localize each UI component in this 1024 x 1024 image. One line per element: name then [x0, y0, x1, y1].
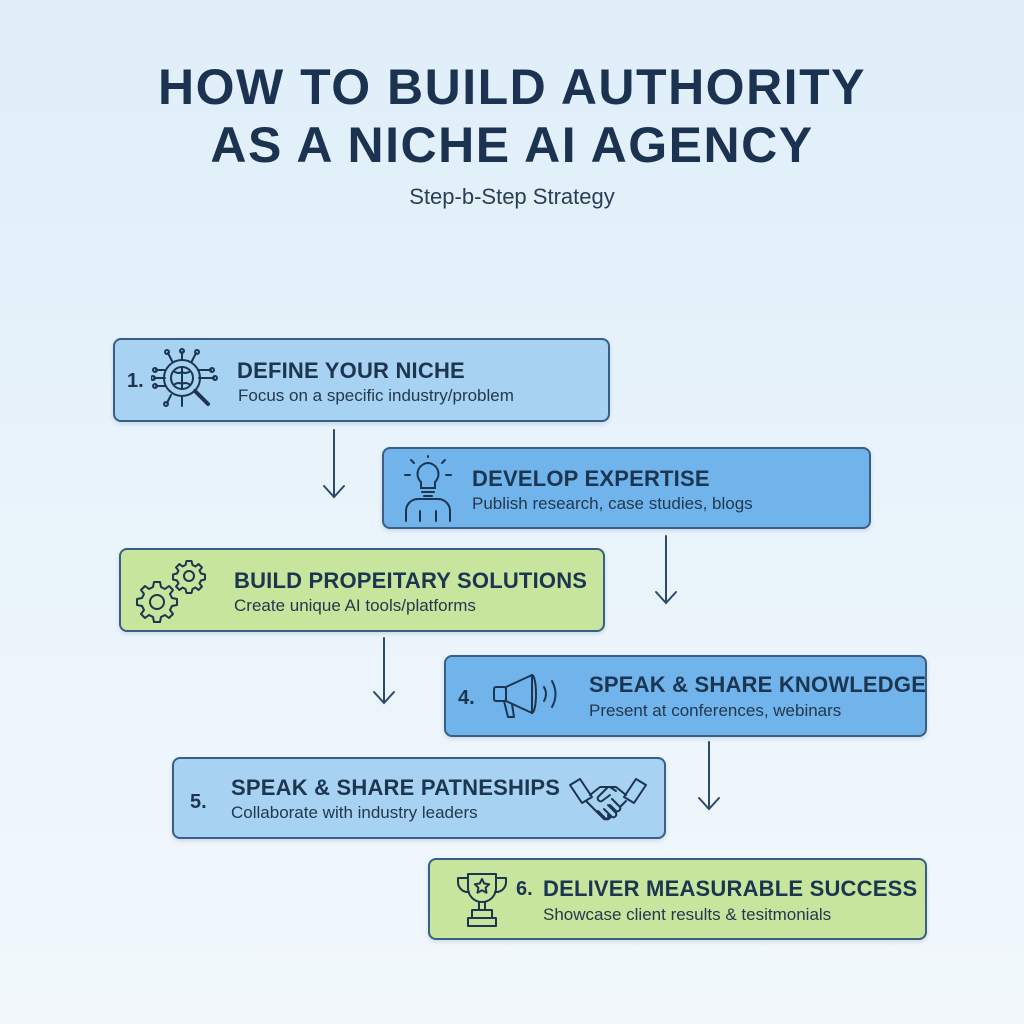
connector-arrow	[372, 636, 396, 706]
step-description: Create unique AI tools/platforms	[234, 596, 476, 615]
step-1-card: 1. DEFINE YOUR NICHE Focus on a specific…	[113, 338, 610, 422]
step-description: Present at conferences, webinars	[589, 701, 842, 720]
step-6-card: 6. DELIVER MEASURABLE SUCCESS Showcase c…	[428, 858, 927, 940]
step-number: 1.	[127, 370, 144, 392]
step-title: DEFINE YOUR NICHE	[237, 358, 465, 383]
step-description: Publish research, case studies, blogs	[472, 494, 753, 513]
lightbulb-person-icon	[400, 455, 456, 523]
title-line-2: AS A NICHE AI AGENCY	[210, 117, 814, 173]
handshake-icon	[568, 773, 648, 827]
trophy-icon	[452, 870, 512, 930]
step-number: 5.	[190, 791, 207, 813]
step-title: DEVELOP EXPERTISE	[472, 466, 710, 491]
page-title: HOW TO BUILD AUTHORITY AS A NICHE AI AGE…	[0, 58, 1024, 174]
step-title: SPEAK & SHARE PATNESHIPS	[231, 775, 561, 800]
brain-magnifier-icon	[151, 348, 223, 414]
gears-icon	[135, 558, 209, 626]
step-number: 4.	[458, 687, 475, 709]
step-title: SPEAK & SHARE KNOWLEDGE	[589, 672, 927, 697]
step-description: Focus on a specific industry/problem	[238, 386, 514, 405]
connector-arrow	[654, 534, 678, 606]
step-3-card: BUILD PROPEITARY SOLUTIONS Create unique…	[119, 548, 605, 632]
step-number: 6.	[516, 878, 533, 900]
connector-arrow	[322, 428, 346, 500]
title-line-1: HOW TO BUILD AUTHORITY	[158, 59, 866, 115]
megaphone-icon	[492, 669, 568, 721]
step-title: BUILD PROPEITARY SOLUTIONS	[234, 568, 588, 593]
step-title: DELIVER MEASURABLE SUCCESS	[543, 876, 918, 901]
step-4-card: 4. SPEAK & SHARE KNOWLEDGE Present at co…	[444, 655, 927, 737]
step-2-card: DEVELOP EXPERTISE Publish research, case…	[382, 447, 871, 529]
step-5-card: 5. SPEAK & SHARE PATNESHIPS Collaborate …	[172, 757, 666, 839]
step-description: Collaborate with industry leaders	[231, 803, 478, 822]
connector-arrow	[697, 740, 721, 812]
step-description: Showcase client results & tesitmonials	[543, 905, 832, 924]
page-subtitle: Step-b-Step Strategy	[409, 184, 615, 209]
